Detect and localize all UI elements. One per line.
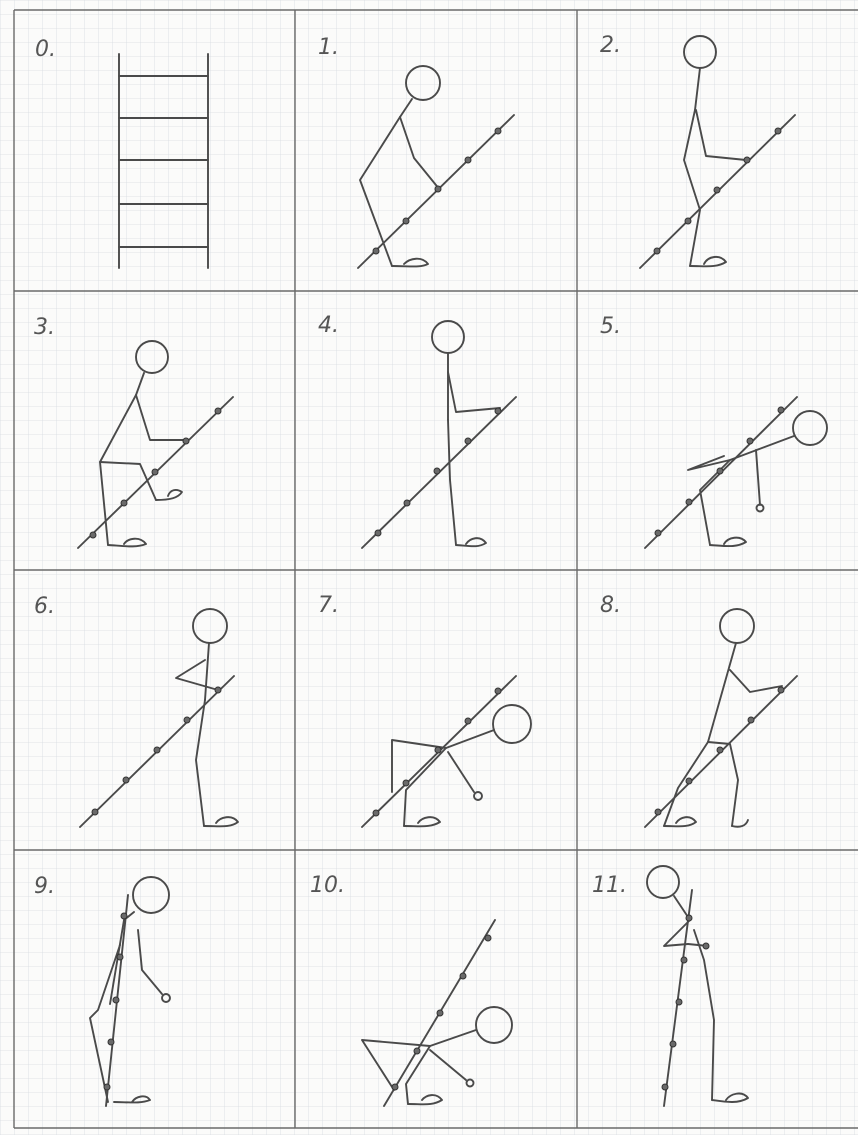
panel-label-4: 4.: [318, 313, 339, 338]
panel-label-6: 6.: [34, 594, 55, 619]
panel-label-2: 2.: [600, 33, 621, 58]
panel-label-10: 10.: [310, 873, 345, 898]
panel-label-3: 3.: [34, 315, 55, 340]
panel-label-11: 11.: [592, 873, 627, 898]
panel-label-0: 0.: [35, 37, 56, 62]
panel-label-8: 8.: [600, 593, 621, 618]
panel-label-5: 5.: [600, 314, 621, 339]
panel-label-7: 7.: [318, 593, 339, 618]
panel-label-1: 1.: [318, 35, 339, 60]
panel-label-9: 9.: [34, 874, 55, 899]
